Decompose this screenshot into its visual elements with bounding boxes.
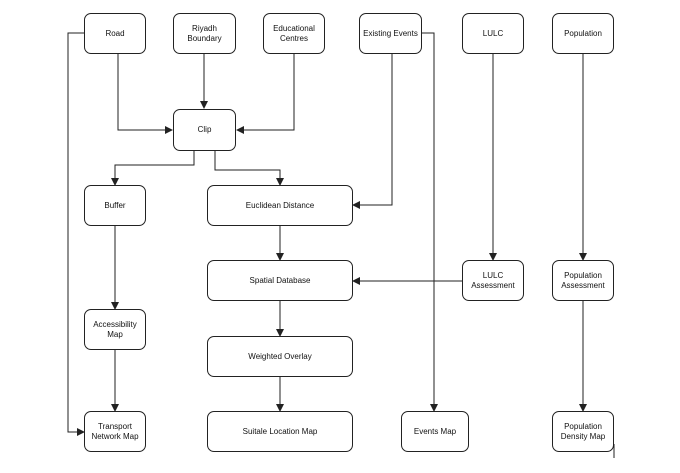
- node-events-map: Events Map: [401, 411, 469, 452]
- edge-road-to-clip: [117, 54, 173, 134]
- edge-existing-events-to-events-map: [422, 32, 438, 412]
- node-accessibility-map: Accessibility Map: [84, 309, 146, 350]
- node-transport-network-map: Transport Network Map: [84, 411, 146, 452]
- node-spatial-database: Spatial Database: [207, 260, 353, 301]
- node-buffer: Buffer: [84, 185, 146, 226]
- node-clip: Clip: [173, 109, 236, 151]
- node-population: Population: [552, 13, 614, 54]
- node-existing-events: Existing Events: [359, 13, 422, 54]
- node-educational-centres: Educational Centres: [263, 13, 325, 54]
- node-lulc: LULC: [462, 13, 524, 54]
- node-weighted-overlay: Weighted Overlay: [207, 336, 353, 377]
- edge-existing-events-to-euclidean-distance: [352, 54, 393, 209]
- node-population-assessment: Population Assessment: [552, 260, 614, 301]
- node-road: Road: [84, 13, 146, 54]
- edge-clip-to-buffer: [111, 151, 195, 186]
- node-euclidean-distance: Euclidean Distance: [207, 185, 353, 226]
- node-lulc-assessment: LULC Assessment: [462, 260, 524, 301]
- node-population-density-map: Population Density Map: [552, 411, 614, 452]
- node-riyadh-boundary: Riyadh Boundary: [173, 13, 236, 54]
- node-suitable-location-map: Suitale Location Map: [207, 411, 353, 452]
- edge-educational-centres-to-clip: [236, 54, 295, 134]
- edge-road-to-transport-network-map: [67, 32, 85, 436]
- edge-clip-to-euclidean-distance: [214, 151, 284, 186]
